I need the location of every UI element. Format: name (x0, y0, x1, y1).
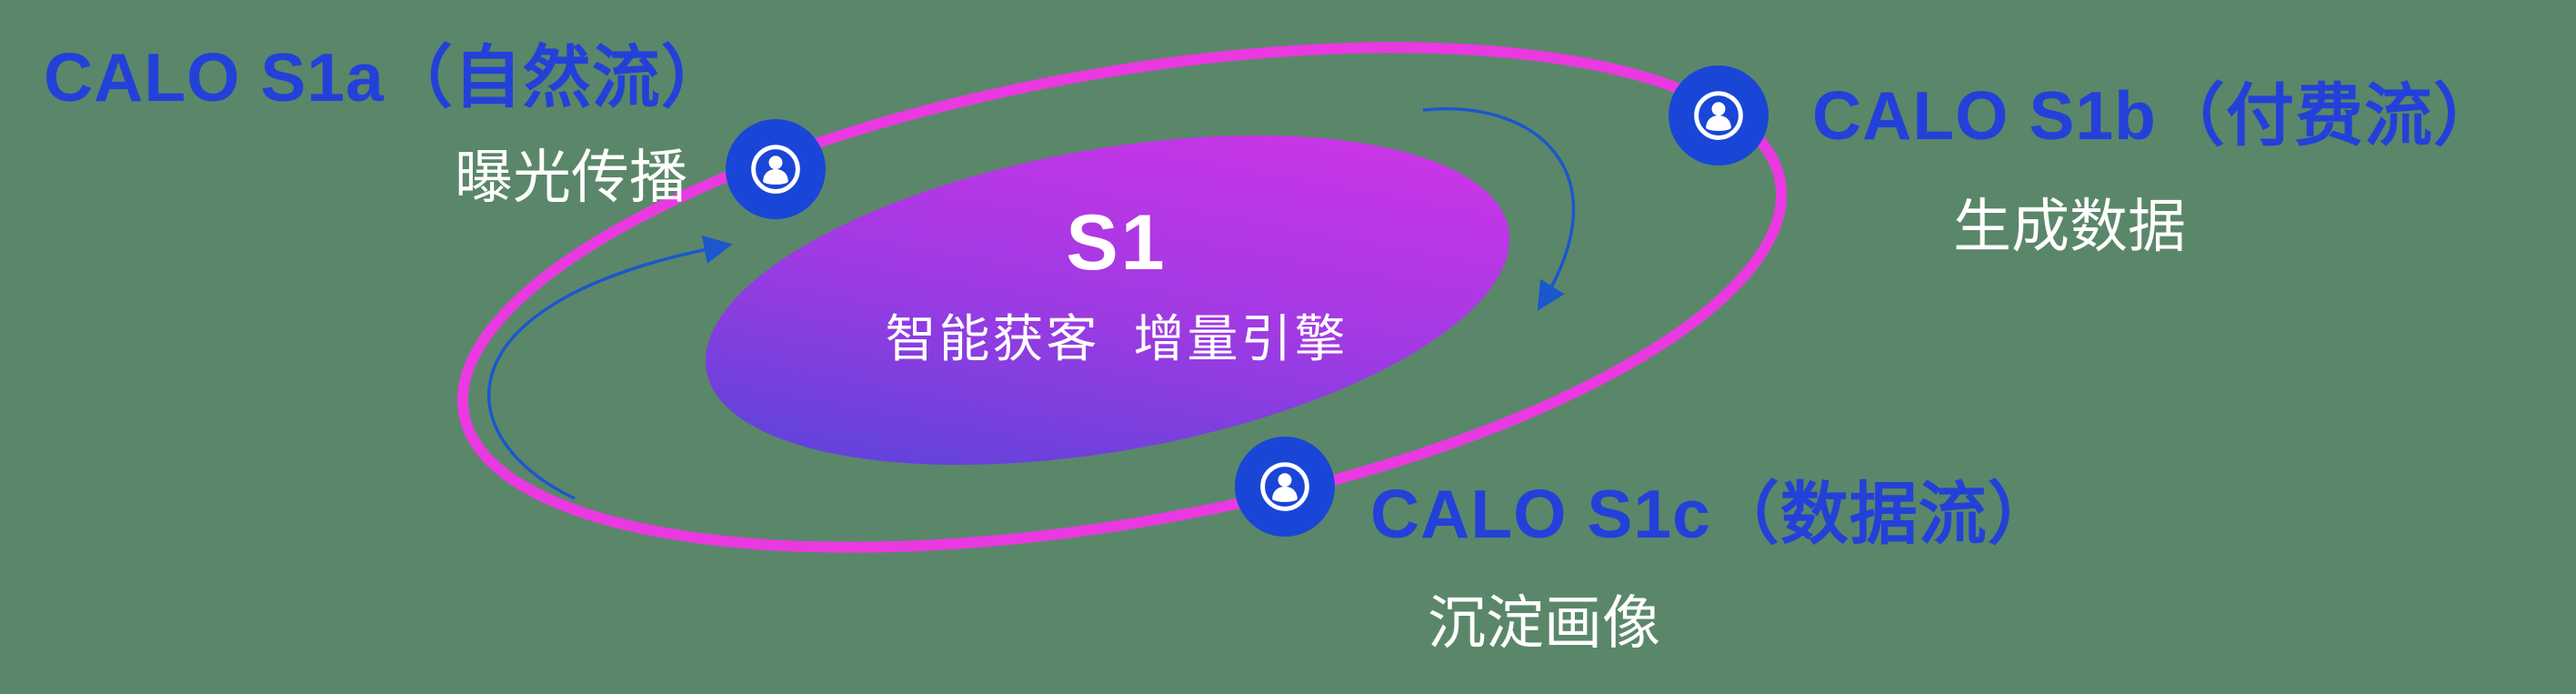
core-title: S1 (1066, 199, 1168, 287)
node-label-s1a: CALO S1a（自然流） (44, 39, 730, 116)
core-ellipse (705, 135, 1510, 466)
user-circle-icon (1260, 462, 1309, 511)
node-icon-s1c (1235, 437, 1335, 537)
core-label-group: S1 智能获客 增量引擎 (885, 204, 1348, 372)
node-label-s1c: CALO S1c（数据流） (1370, 476, 2057, 552)
node-icon-s1a (726, 119, 826, 219)
orbit-ellipse (456, 42, 1788, 553)
node-sublabel-s1a: 曝光传播 (455, 145, 687, 210)
flow-arrow-left (486, 235, 733, 500)
node-icon-s1b (1669, 65, 1769, 166)
node-label-s1b: CALO S1b（付费流） (1812, 77, 2502, 154)
core-subtitle: 智能获客 增量引擎 (885, 310, 1348, 367)
node-sublabel-s1b: 生成数据 (1953, 194, 2186, 259)
node-sublabel-s1c: 沉淀画像 (1428, 590, 1660, 656)
user-circle-icon (1694, 91, 1743, 140)
flow-arrow-right (1422, 107, 1576, 311)
user-circle-icon (751, 145, 800, 194)
